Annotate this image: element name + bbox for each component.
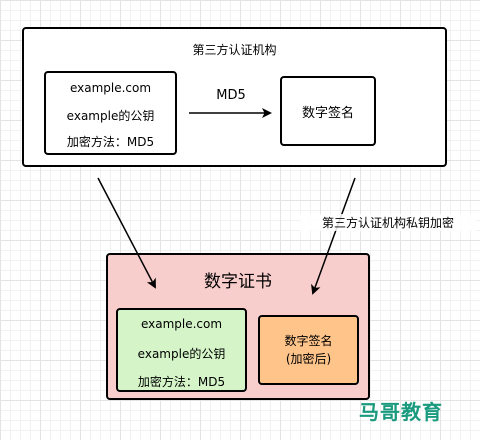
authority-domain: example.com: [69, 81, 152, 95]
certificate-signature-box: 数字签名 (加密后): [258, 315, 359, 385]
authority-encryption: 加密方法：MD5: [66, 135, 155, 149]
authority-signature-box: 数字签名: [280, 76, 376, 146]
md5-label: MD5: [216, 88, 246, 103]
certificate-title: 数字证书: [204, 272, 272, 292]
certificate-signature-line2: (加密后): [285, 352, 332, 366]
certificate-public-key: example的公钥: [137, 347, 226, 361]
info-to-certificate-arrow: [97, 177, 156, 289]
signature-to-certificate-arrow: [311, 177, 356, 295]
certificate-signature-line1: 数字签名: [284, 334, 333, 348]
authority-signature-label: 数字签名: [301, 105, 354, 121]
certificate-encryption: 加密方法：MD5: [137, 375, 226, 389]
private-key-encryption-label: 第三方认证机构私钥加密: [300, 214, 476, 231]
authority-info-box: example.com example的公钥 加密方法：MD5: [44, 71, 177, 155]
certificate-domain: example.com: [140, 317, 223, 331]
authority-public-key: example的公钥: [66, 109, 155, 123]
authority-title: 第三方认证机构: [192, 43, 277, 57]
watermark-logo: 马哥教育: [359, 400, 443, 424]
certificate-info-box: example.com example的公钥 加密方法：MD5: [116, 308, 247, 392]
